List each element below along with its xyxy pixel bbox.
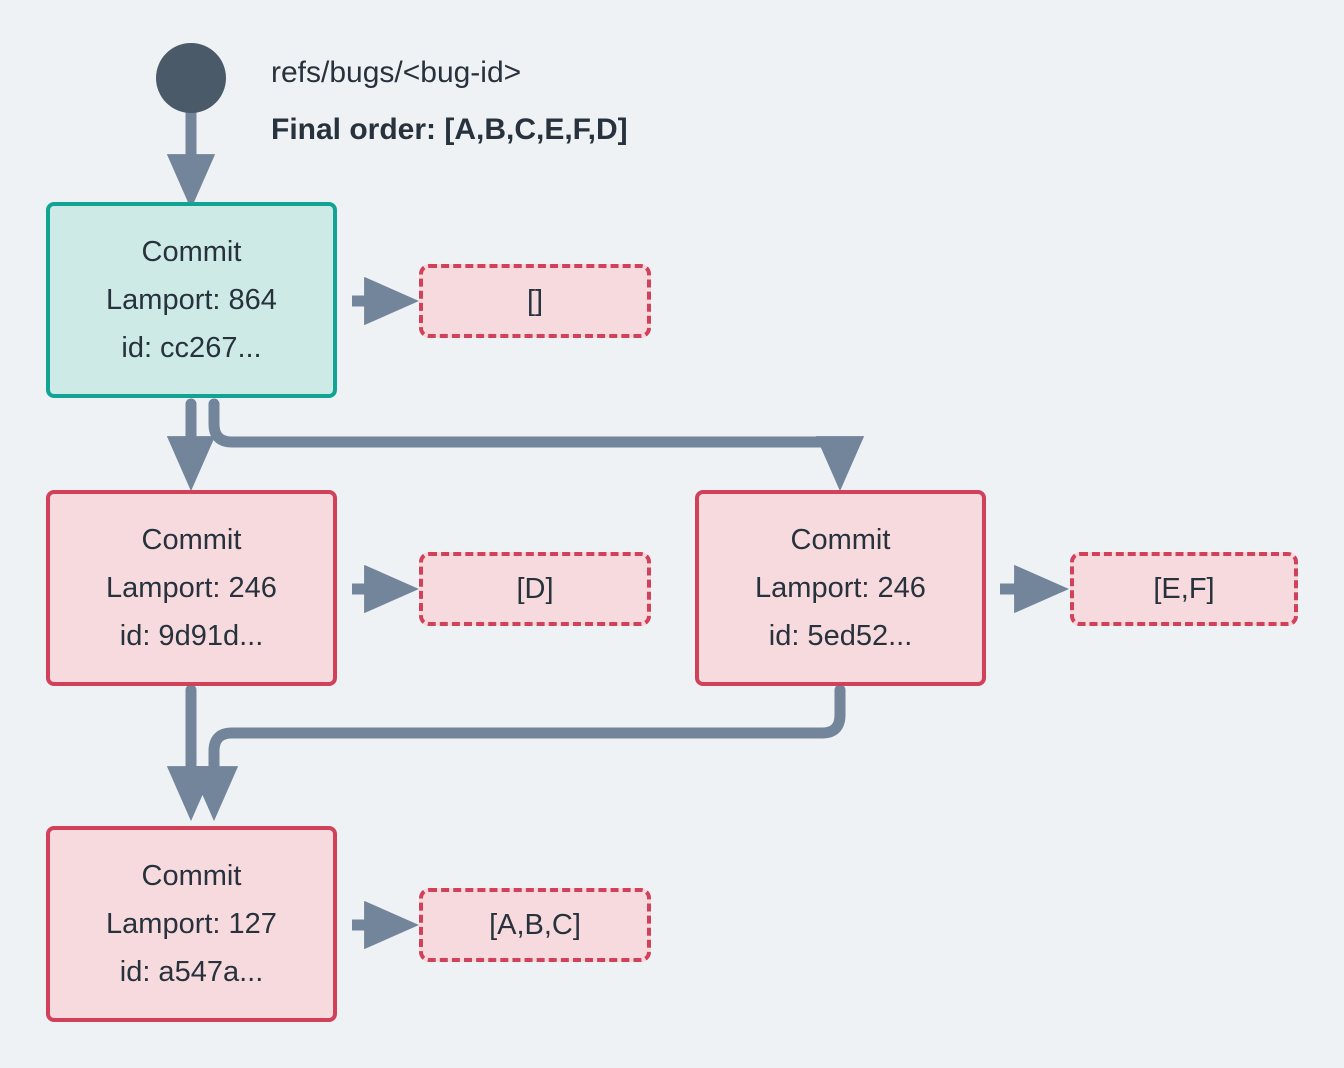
commit-title: Commit [141,524,242,556]
edge-cc267-to-5ed52 [208,398,865,492]
ops-label: [] [526,284,544,317]
ops-box-d[interactable]: [D] [419,552,651,626]
commit-lamport: Lamport: 864 [106,284,277,316]
commit-lamport: Lamport: 246 [755,572,926,604]
commit-hash: id: 5ed52... [768,620,913,652]
commit-title: Commit [141,860,242,892]
commit-lamport: Lamport: 246 [106,572,277,604]
commit-title: Commit [790,524,891,556]
commit-node-cc267[interactable]: Commit Lamport: 864 id: cc267... [46,202,337,398]
commit-title: Commit [141,236,242,268]
ops-box-ef[interactable]: [E,F] [1070,552,1298,626]
commit-hash: id: cc267... [121,332,262,364]
ops-label: [E,F] [1153,572,1215,605]
edge-5ed52-to-a547a [189,684,846,822]
commit-hash: id: a547a... [119,956,264,988]
ref-title: refs/bugs/<bug-id> [271,56,522,89]
ops-box-abc[interactable]: [A,B,C] [419,888,651,962]
commit-node-9d91d[interactable]: Commit Lamport: 246 id: 9d91d... [46,490,337,686]
ops-label: [A,B,C] [489,908,581,941]
final-order-label: Final order: [A,B,C,E,F,D] [271,113,628,146]
root-dot-icon [156,43,226,113]
commit-lamport: Lamport: 127 [106,908,277,940]
ops-label: [D] [516,572,554,605]
commit-node-a547a[interactable]: Commit Lamport: 127 id: a547a... [46,826,337,1022]
commit-hash: id: 9d91d... [119,620,264,652]
commit-node-5ed52[interactable]: Commit Lamport: 246 id: 5ed52... [695,490,986,686]
ops-box-empty[interactable]: [] [419,264,651,338]
